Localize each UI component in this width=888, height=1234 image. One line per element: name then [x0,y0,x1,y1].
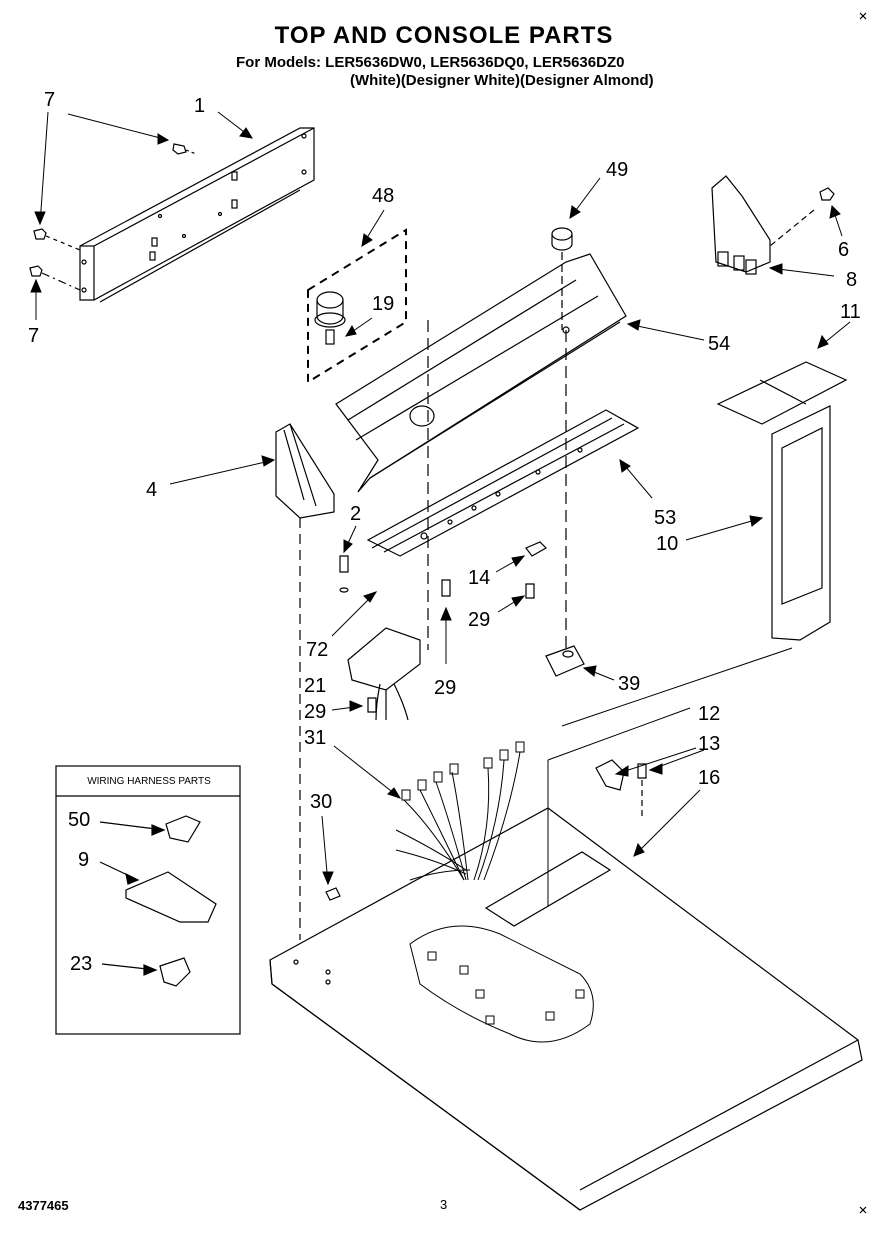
part-11-cover [716,361,848,425]
model-numbers: For Models: LER5636DW0, LER5636DQ0, LER5… [236,54,625,71]
part-16-top-panel [269,807,863,1211]
callout-21: 21 [304,675,327,697]
part-39-switch [545,330,585,677]
part-21-timer [347,627,421,721]
part-7-screws [29,143,197,291]
part-4-end-cap [275,423,335,940]
corner-x-icon-bottom [859,1206,867,1214]
callout-2: 2 [350,503,362,525]
callout-31: 31 [304,727,327,749]
callout-54: 54 [708,333,731,355]
callout-6: 6 [838,239,850,261]
part-6-screw [769,187,835,247]
leader-lines [30,111,851,906]
part-54-console-panel [335,253,627,493]
part-30-clip [325,887,341,901]
part-13-screw [637,763,647,820]
part-31-wire-harness [395,741,525,881]
callout-7-top: 7 [44,89,56,111]
harness-on-panel [409,925,594,1043]
model-colors: (White)(Designer White)(Designer Almond) [350,72,654,89]
part-1-rear-bracket [79,127,315,303]
callout-29-right: 29 [468,609,491,631]
part-2-screw [339,555,349,593]
callout-49: 49 [606,159,629,181]
callout-39: 39 [618,673,641,695]
callout-8: 8 [846,269,858,291]
part-29-screws [367,579,535,713]
callout-19: 19 [372,293,395,315]
part-48-knob-kit [307,228,407,384]
callout-4: 4 [146,479,158,501]
part-14-clip [525,541,547,557]
callout-10: 10 [656,533,679,555]
callout-23: 23 [70,953,93,975]
callout-72: 72 [306,639,329,661]
callout-7-bottom: 7 [28,325,40,347]
callout-13: 13 [698,733,721,755]
page-number: 3 [440,1197,448,1212]
document-number: 4377465 [18,1198,69,1213]
callout-16: 16 [698,767,721,789]
callout-53: 53 [654,507,677,529]
callout-12: 12 [698,703,721,725]
corner-x-icon-top [859,12,867,20]
part-49-knob [551,227,573,330]
callout-11: 11 [840,301,861,323]
callout-1: 1 [194,95,206,117]
callout-50: 50 [68,809,91,831]
page-title: TOP AND CONSOLE PARTS [274,22,614,49]
callout-29-center: 29 [434,677,457,699]
callout-48: 48 [372,185,395,207]
wiring-harness-inset [55,765,241,1035]
part-10-frame [771,405,831,641]
inset-title: WIRING HARNESS PARTS [87,776,211,787]
callout-29-left: 29 [304,701,327,723]
part-8-bracket [711,175,771,275]
callout-9: 9 [78,849,90,871]
part-53-console-rail [366,409,640,557]
part-12-bracket [595,759,625,791]
callout-14: 14 [468,567,491,589]
callout-30: 30 [310,791,333,813]
